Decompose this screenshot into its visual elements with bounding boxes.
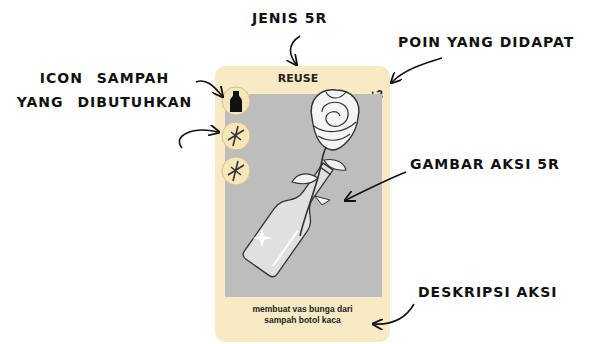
rose-leaf bbox=[324, 159, 346, 170]
bottle-shine bbox=[273, 231, 298, 266]
icon-circle bbox=[222, 157, 250, 185]
picture-area bbox=[225, 94, 382, 297]
annotation-label: ICON SAMPAH YANG DIBUTUHKAN bbox=[12, 66, 197, 114]
point-value: +3 bbox=[361, 88, 391, 104]
leader-arrow bbox=[179, 130, 218, 148]
icon-circle bbox=[222, 122, 250, 150]
bottle-lip bbox=[319, 167, 330, 175]
type-tab: REUSE bbox=[267, 68, 329, 90]
annotation-label: GAMBAR AKSI 5R bbox=[410, 152, 590, 176]
action-description: membuat vas bunga dari sampah botol kaca bbox=[242, 304, 363, 326]
type-name: REUSE bbox=[267, 72, 329, 86]
rose-bloom bbox=[311, 90, 359, 150]
sparkle bbox=[252, 228, 272, 248]
rose-petals bbox=[322, 102, 348, 126]
icon-circle bbox=[222, 87, 250, 115]
rose-stem bbox=[300, 145, 333, 236]
rose-petals bbox=[314, 92, 356, 140]
leader-arrow bbox=[346, 172, 406, 200]
annotation-label: POIN YANG DIDAPAT bbox=[398, 30, 588, 54]
bottle-outline bbox=[241, 155, 344, 279]
bottle-icon bbox=[230, 91, 242, 112]
bottle-tag bbox=[315, 196, 330, 205]
leader-arrow bbox=[374, 304, 414, 324]
annotation-label: DESKRIPSI AKSI bbox=[418, 280, 593, 304]
empty-icon bbox=[228, 161, 244, 181]
glass-bottle bbox=[241, 155, 344, 279]
rose-leaf bbox=[292, 174, 318, 184]
leader-arrow bbox=[196, 81, 222, 96]
game-card: +3 membuat vas bunga dari sampah botol ka… bbox=[215, 66, 390, 342]
leader-arrow bbox=[291, 36, 301, 64]
empty-icon bbox=[228, 126, 244, 146]
annotation-label: JENIS 5R bbox=[252, 6, 362, 30]
leader-arrow bbox=[392, 58, 442, 82]
